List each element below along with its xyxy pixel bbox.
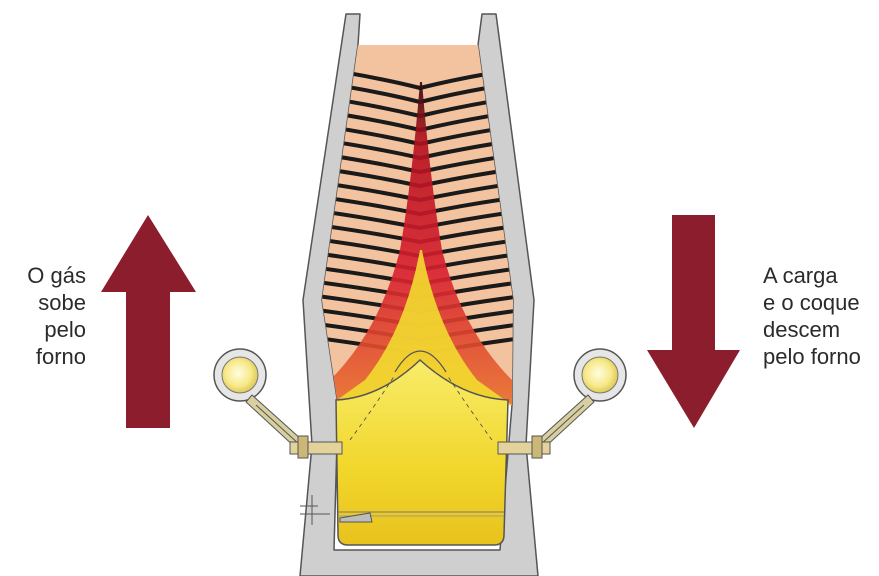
up-arrow-icon (101, 215, 196, 428)
down-arrow-icon (647, 215, 740, 428)
gas-rises-label: O gás sobe pelo forno (10, 262, 86, 370)
label-line: forno (10, 343, 86, 370)
label-line: O gás (10, 262, 86, 289)
label-line: sobe (10, 289, 86, 316)
label-line: descem (763, 316, 879, 343)
label-line: A carga (763, 262, 879, 289)
label-line: e o coque (763, 289, 879, 316)
label-line: pelo (10, 316, 86, 343)
label-line: pelo forno (763, 343, 879, 370)
charge-descends-label: A carga e o coque descem pelo forno (763, 262, 879, 370)
